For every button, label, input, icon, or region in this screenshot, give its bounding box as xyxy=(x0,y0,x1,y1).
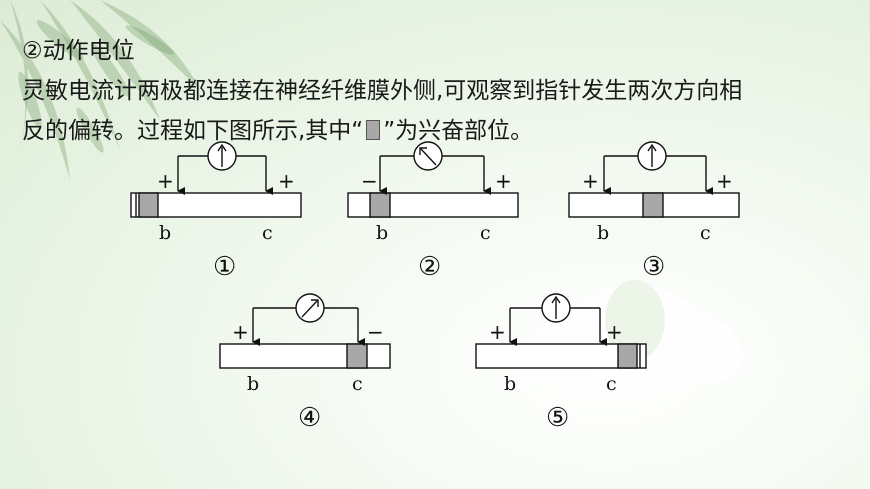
galvanometer-needle xyxy=(420,148,437,166)
c-polarity-sign: − xyxy=(367,320,384,344)
excited-region xyxy=(138,192,159,218)
c-polarity-sign: + xyxy=(495,169,512,193)
electrode-c-label: c xyxy=(606,373,617,395)
c-polarity-sign: + xyxy=(606,320,623,344)
electrode-b-label: b xyxy=(247,373,259,395)
excited-region xyxy=(642,192,664,218)
excited-region xyxy=(346,343,368,369)
excited-site-legend-icon xyxy=(366,120,381,140)
b-polarity-sign: + xyxy=(489,320,506,344)
paragraph-line-2-start: 反的偏转。过程如下图所示,其中“ xyxy=(22,118,364,144)
electrode-c-label: c xyxy=(262,222,273,244)
diagram-number: ① xyxy=(213,252,236,282)
galvanometer-needle xyxy=(301,300,318,318)
diagram-4 xyxy=(219,293,391,369)
diagram-5 xyxy=(475,293,647,369)
excited-region xyxy=(617,343,638,369)
b-polarity-sign: + xyxy=(157,169,174,193)
paragraph-line-2: 反的偏转。过程如下图所示,其中“ ”为兴奋部位。 xyxy=(22,114,533,148)
b-polarity-sign: − xyxy=(361,169,378,193)
paragraph-line-2-end: ”为兴奋部位。 xyxy=(383,118,534,144)
electrode-c-label: c xyxy=(700,222,711,244)
diagram-3 xyxy=(568,141,740,218)
willow-leaves-decoration xyxy=(0,0,200,180)
diagram-number: ⑤ xyxy=(546,403,569,433)
c-polarity-sign: + xyxy=(716,169,733,193)
electrode-b-label: b xyxy=(597,222,609,244)
diagram-number: ④ xyxy=(298,403,321,433)
diagram-number: ② xyxy=(418,252,441,282)
nerve-fiber xyxy=(130,192,302,218)
b-polarity-sign: + xyxy=(582,169,599,193)
heading-action-potential: ②动作电位 xyxy=(22,38,135,64)
diagram-2 xyxy=(347,141,519,218)
diagram-1 xyxy=(130,141,302,218)
electrode-b-label: b xyxy=(159,222,171,244)
diagram-number: ③ xyxy=(642,252,665,282)
c-polarity-sign: + xyxy=(278,169,295,193)
electrode-c-label: c xyxy=(352,373,363,395)
b-polarity-sign: + xyxy=(232,320,249,344)
electrode-b-label: b xyxy=(504,373,516,395)
excited-region xyxy=(369,192,391,218)
electrode-b-label: b xyxy=(376,222,388,244)
electrode-c-label: c xyxy=(480,222,491,244)
paragraph-line-1: 灵敏电流计两极都连接在神经纤维膜外侧,可观察到指针发生两次方向相 xyxy=(22,78,743,104)
